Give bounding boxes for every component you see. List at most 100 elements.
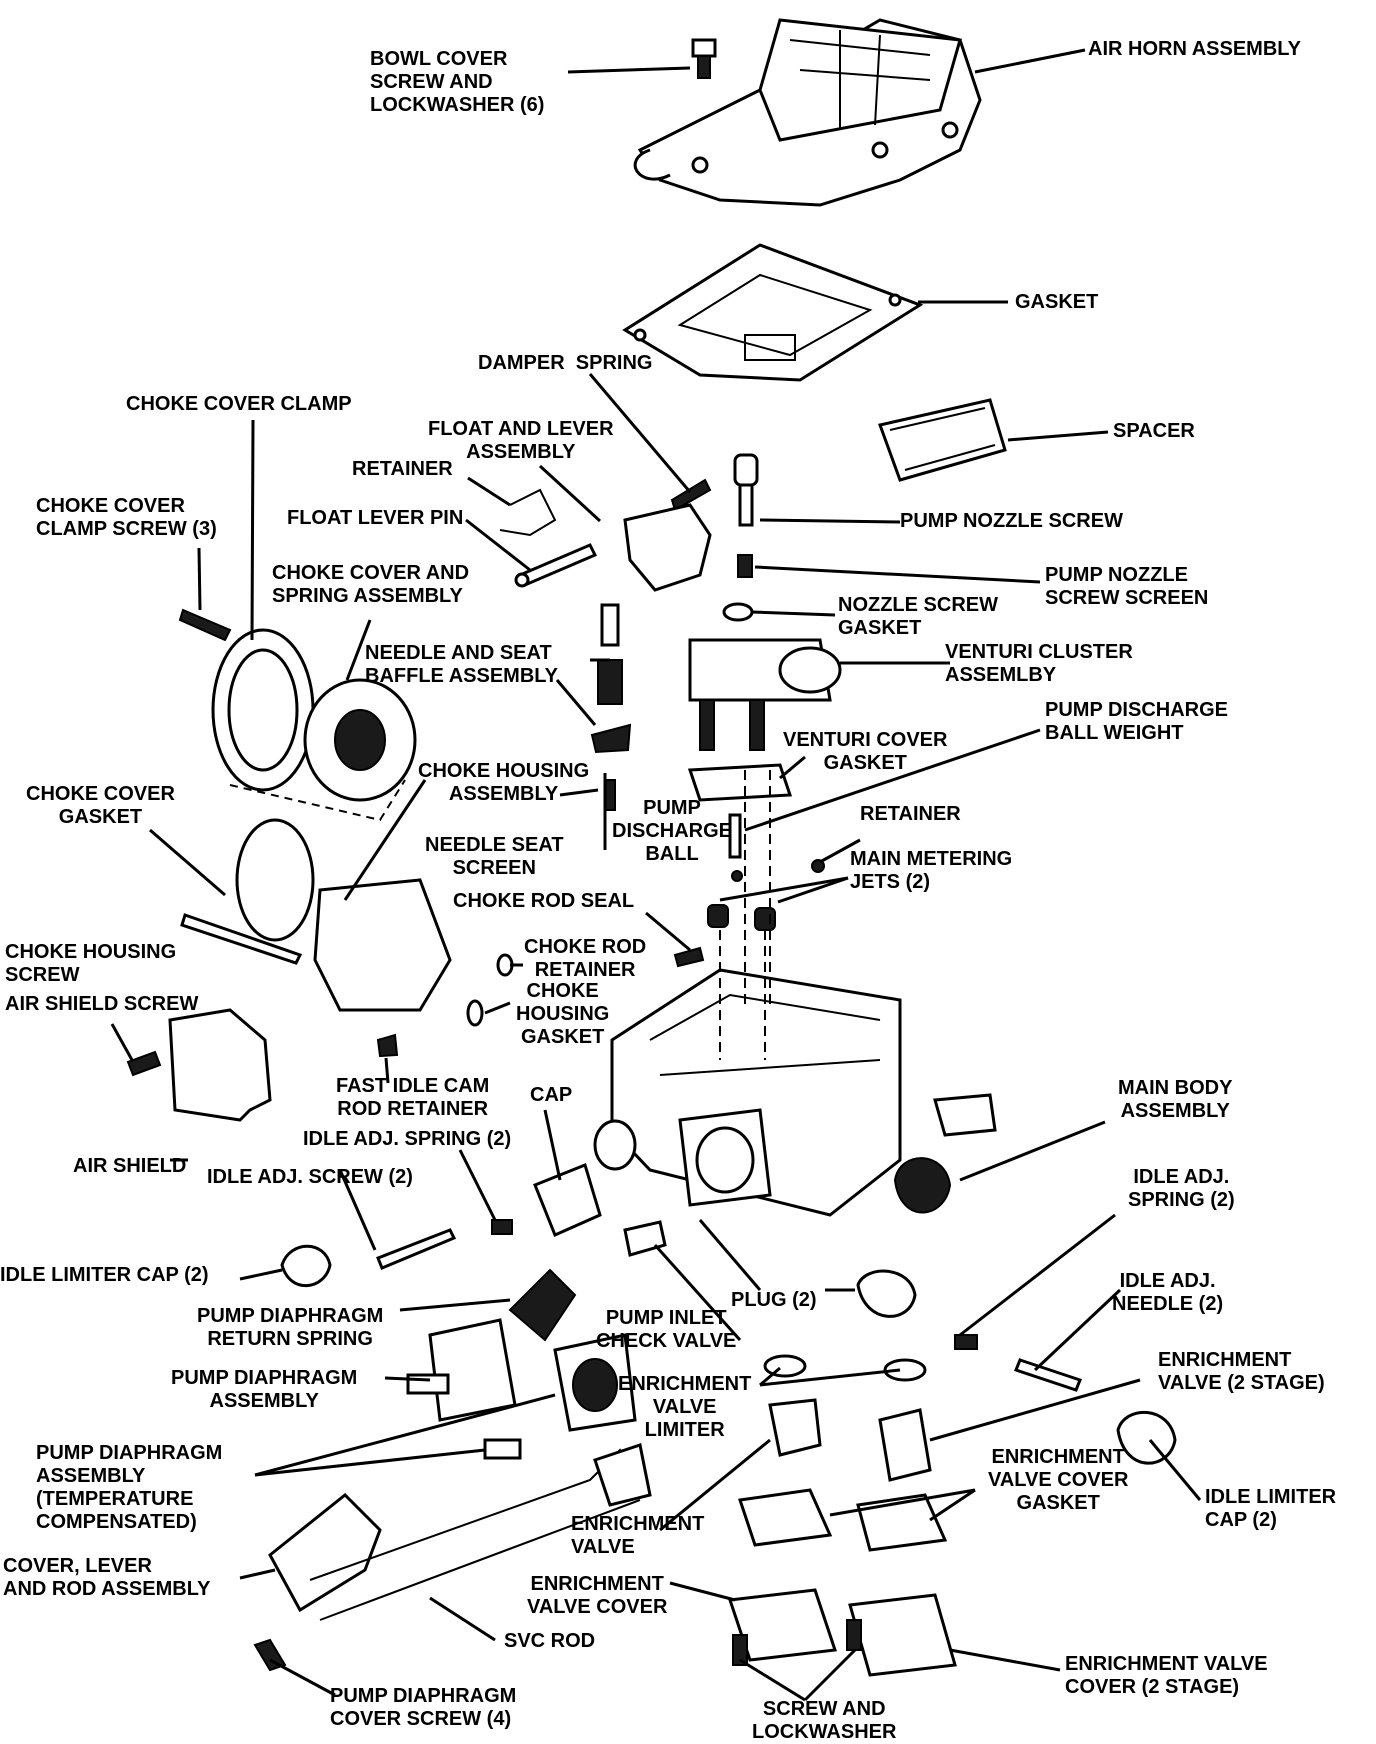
cap-part xyxy=(533,1162,602,1238)
idle-limiter-cap-right-part xyxy=(1116,1410,1177,1465)
air-shield-screw-part xyxy=(126,1050,162,1077)
cover-lever-rod-part xyxy=(268,1443,652,1613)
label-needle-seat-baffle: NEEDLE AND SEAT BAFFLE ASSEMBLY xyxy=(365,642,558,687)
enrichment-valve-cover-gasket-2-part xyxy=(856,1493,948,1552)
idle-adj-needle-part xyxy=(1014,1358,1082,1392)
pump-nozzle-screen-part xyxy=(737,554,753,578)
label-pump-diaphragm-return-spring: PUMP DIAPHRAGM RETURN SPRING xyxy=(197,1305,384,1350)
label-choke-cover-clamp: CHOKE COVER CLAMP xyxy=(126,393,352,415)
label-choke-cover-gasket: CHOKE COVER GASKET xyxy=(26,783,175,828)
fast-idle-cam-rod-retainer-part xyxy=(376,1033,399,1058)
choke-housing-part xyxy=(313,878,452,1012)
gasket-part xyxy=(622,243,924,382)
label-pump-nozzle-screw: PUMP NOZZLE SCREW xyxy=(900,510,1123,532)
label-enrichment-valve-cover-2stage: ENRICHMENT VALVE COVER (2 STAGE) xyxy=(1065,1653,1268,1698)
spacer-part xyxy=(878,398,1007,482)
label-air-shield-screw: AIR SHIELD SCREW xyxy=(5,993,199,1015)
choke-cover-clamp-screw-part xyxy=(178,608,232,642)
main-metering-jets-part xyxy=(707,904,776,931)
air-horn-part xyxy=(633,18,982,207)
label-air-shield: AIR SHIELD xyxy=(73,1155,187,1177)
label-needle-seat-screen: NEEDLE SEAT SCREEN xyxy=(425,834,564,879)
label-enrichment-valve-cover: ENRICHMENT VALVE COVER xyxy=(527,1573,668,1618)
label-choke-housing-assembly: CHOKE HOUSING ASSEMBLY xyxy=(418,760,590,805)
label-retainer-top: RETAINER xyxy=(352,458,453,480)
enrichment-valve-part xyxy=(768,1398,822,1457)
label-pump-inlet-check-valve: PUMP INLET CHECK VALVE xyxy=(596,1307,737,1352)
svc-rod-part xyxy=(319,1499,641,1621)
label-cap: CAP xyxy=(530,1084,573,1106)
label-enrichment-valve-cover-gasket: ENRICHMENT VALVE COVER GASKET xyxy=(988,1446,1129,1514)
label-idle-adj-needle: IDLE ADJ. NEEDLE (2) xyxy=(1112,1270,1224,1315)
needle-seat-part xyxy=(590,603,632,811)
pump-diaphragm-return-spring-part xyxy=(508,1268,577,1342)
screw-lockwasher-part xyxy=(732,1634,748,1666)
label-choke-housing-screw: CHOKE HOUSING SCREW xyxy=(5,941,177,986)
label-idle-adj-spring-top: IDLE ADJ. SPRING (2) xyxy=(303,1128,512,1150)
label-choke-rod-retainer: CHOKE ROD RETAINER xyxy=(524,936,647,981)
choke-cover-clamp-part xyxy=(211,628,315,792)
choke-housing-screw-part xyxy=(180,913,303,965)
label-choke-cover-clamp-screw: CHOKE COVER CLAMP SCREW (3) xyxy=(36,495,217,540)
label-cover-lever-rod: COVER, LEVER AND ROD ASSEMBLY xyxy=(3,1555,211,1600)
label-damper-spring: DAMPER SPRING xyxy=(478,352,653,374)
label-venturi-cluster: VENTURI CLUSTER ASSEMLBY xyxy=(945,641,1133,686)
pump-diaphragm-temp-part xyxy=(483,1333,637,1460)
choke-cover-gasket-part xyxy=(235,818,315,942)
label-plug: PLUG (2) xyxy=(731,1289,817,1311)
idle-adj-spring-top-part xyxy=(491,1219,513,1235)
label-pump-diaphragm-temp: PUMP DIAPHRAGM ASSEMBLY (TEMPERATURE COM… xyxy=(36,1442,223,1533)
label-choke-cover-spring-assembly: CHOKE COVER AND SPRING ASSEMBLY xyxy=(272,562,470,607)
label-idle-limiter-cap-right: IDLE LIMITER CAP (2) xyxy=(1205,1486,1337,1531)
float-lever-pin-part xyxy=(514,543,598,588)
label-screw-and-lockwasher: SCREW AND LOCKWASHER xyxy=(752,1698,897,1743)
label-pump-diaphragm-assembly: PUMP DIAPHRAGM ASSEMBLY xyxy=(171,1367,358,1412)
label-pump-discharge-ball: PUMP DISCHARGE BALL xyxy=(612,797,733,865)
label-pump-nozzle-screw-screen: PUMP NOZZLE SCREW SCREEN xyxy=(1045,564,1209,609)
idle-adj-spring-right-part xyxy=(954,1334,978,1350)
label-svc-rod: SVC ROD xyxy=(504,1630,596,1652)
nozzle-screw-gasket-part xyxy=(722,602,754,622)
pump-discharge-ball-weight-part xyxy=(728,813,742,859)
label-main-body-assembly: MAIN BODY ASSEMBLY xyxy=(1118,1077,1233,1122)
label-fast-idle-cam-rod-retainer: FAST IDLE CAM ROD RETAINER xyxy=(336,1075,490,1120)
enrichment-valve-cover-2stage-part xyxy=(848,1593,957,1677)
pump-discharge-ball-part xyxy=(731,870,743,882)
label-bowl-cover-screw: BOWL COVER SCREW AND LOCKWASHER (6) xyxy=(370,48,545,116)
label-choke-housing-gasket: CHOKE HOUSING GASKET xyxy=(516,980,610,1048)
label-float-and-lever: FLOAT AND LEVER ASSEMBLY xyxy=(428,418,614,463)
label-spacer: SPACER xyxy=(1113,420,1195,442)
damper-spring-part xyxy=(670,478,712,512)
choke-rod-retainer-part xyxy=(496,953,514,977)
choke-rod-seal-part xyxy=(673,946,705,968)
choke-cover-spring-part xyxy=(303,678,417,802)
label-pump-diaphragm-cover-screw: PUMP DIAPHRAGM COVER SCREW (4) xyxy=(330,1685,517,1730)
label-idle-limiter-cap-left: IDLE LIMITER CAP (2) xyxy=(0,1264,209,1286)
idle-limiter-cap-left-part xyxy=(280,1244,332,1288)
screw-lockwasher-2-part xyxy=(846,1619,862,1651)
label-enrichment-valve-limiter: ENRICHMENT VALVE LIMITER xyxy=(618,1373,752,1441)
enrichment-valve-limiter-2-part xyxy=(883,1358,927,1382)
label-enrichment-valve-2stage: ENRICHMENT VALVE (2 STAGE) xyxy=(1158,1349,1325,1394)
label-venturi-cover-gasket: VENTURI COVER GASKET xyxy=(783,729,948,774)
venturi-cover-gasket-part xyxy=(687,763,793,802)
enrichment-valve-2stage-part xyxy=(878,1408,932,1482)
label-gasket: GASKET xyxy=(1015,291,1099,313)
enrichment-valve-limiter-part xyxy=(763,1354,807,1378)
enrichment-valve-cover-gasket-part xyxy=(738,1488,833,1547)
bowl-cover-screw-part xyxy=(691,38,717,79)
label-idle-adj-screw: IDLE ADJ. SCREW (2) xyxy=(207,1166,413,1188)
label-idle-adj-spring-right: IDLE ADJ. SPRING (2) xyxy=(1128,1166,1235,1211)
label-main-metering-jets: MAIN METERING JETS (2) xyxy=(850,848,1013,893)
label-pump-discharge-ball-weight: PUMP DISCHARGE BALL WEIGHT xyxy=(1045,699,1228,744)
plug-part xyxy=(856,1269,917,1318)
label-air-horn-assembly: AIR HORN ASSEMBLY xyxy=(1088,38,1301,60)
main-body-part xyxy=(593,968,997,1217)
label-nozzle-screw-gasket: NOZZLE SCREW GASKET xyxy=(838,594,998,639)
choke-housing-gasket-part xyxy=(466,999,484,1027)
label-enrichment-valve: ENRICHMENT VALVE xyxy=(571,1513,705,1558)
idle-adj-screw-part xyxy=(376,1228,457,1270)
air-shield-part xyxy=(168,1008,272,1122)
venturi-cluster-part xyxy=(688,638,842,751)
